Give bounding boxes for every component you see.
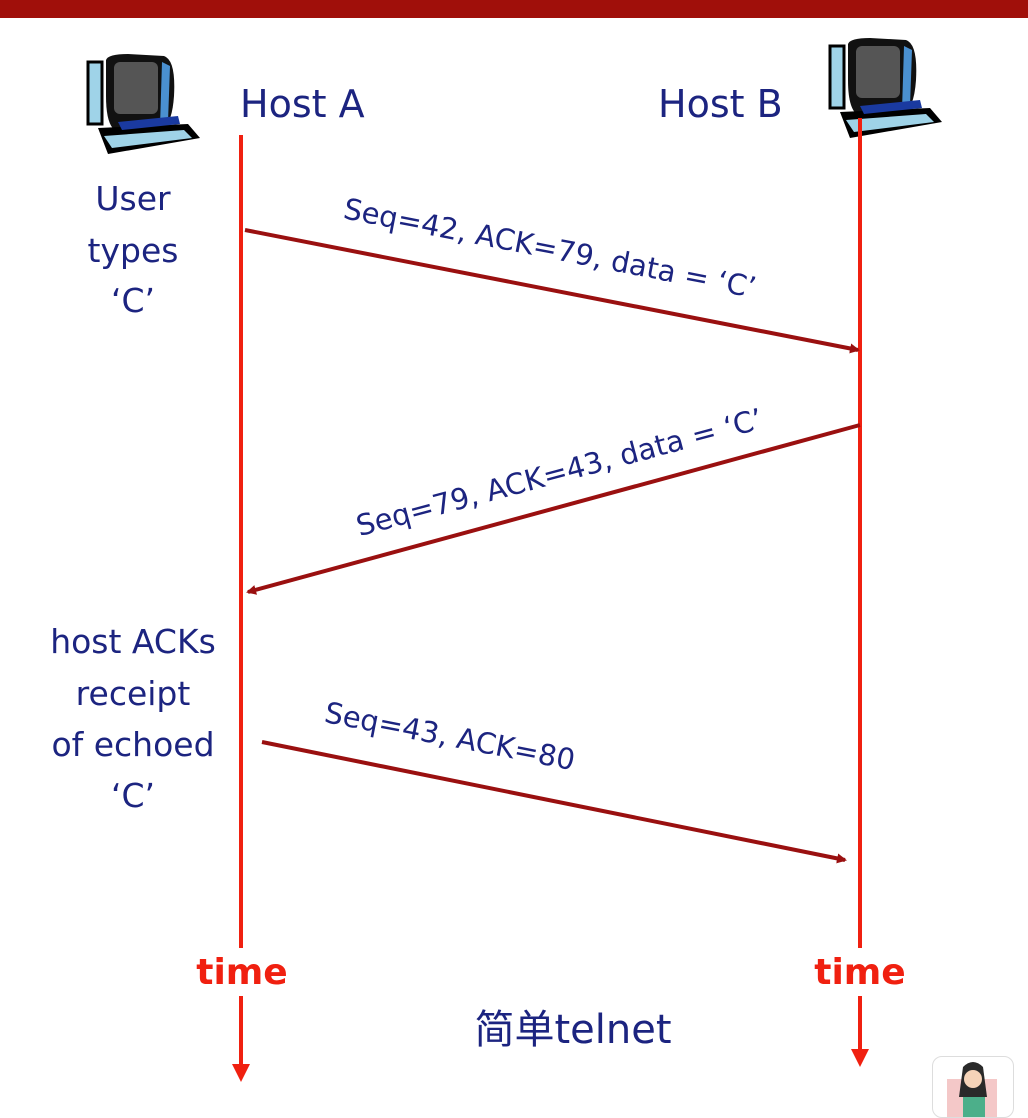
header-bar <box>0 0 1028 18</box>
caption: 简单telnet <box>474 1007 671 1053</box>
note-line: ‘C’ <box>111 281 155 320</box>
message-arrow-2 <box>246 423 861 595</box>
note-line: receipt <box>76 674 191 713</box>
host-a-label: Host A <box>240 82 365 126</box>
host-acks-note: host ACKs receipt of echoed ‘C’ <box>20 615 238 815</box>
host-b-label: Host B <box>658 82 783 126</box>
note-line: ‘C’ <box>111 776 155 815</box>
note-line: types <box>88 231 179 270</box>
message-label-2: Seq=79, ACK=43, data = ‘C’ <box>353 402 767 543</box>
time-label-a: time <box>196 952 287 993</box>
user-types-note: User types ‘C’ <box>88 179 179 320</box>
note-line: host ACKs <box>50 622 216 661</box>
message-label-3: Seq=43, ACK=80 <box>322 695 578 777</box>
message-arrow-1 <box>244 228 860 354</box>
note-line: of echoed <box>51 725 214 764</box>
computer-icon <box>828 36 944 140</box>
note-line: User <box>95 179 171 218</box>
computer-icon <box>86 52 202 156</box>
message-arrow-3 <box>261 740 847 864</box>
avatar-icon <box>947 1062 997 1117</box>
time-label-b: time <box>814 952 905 993</box>
